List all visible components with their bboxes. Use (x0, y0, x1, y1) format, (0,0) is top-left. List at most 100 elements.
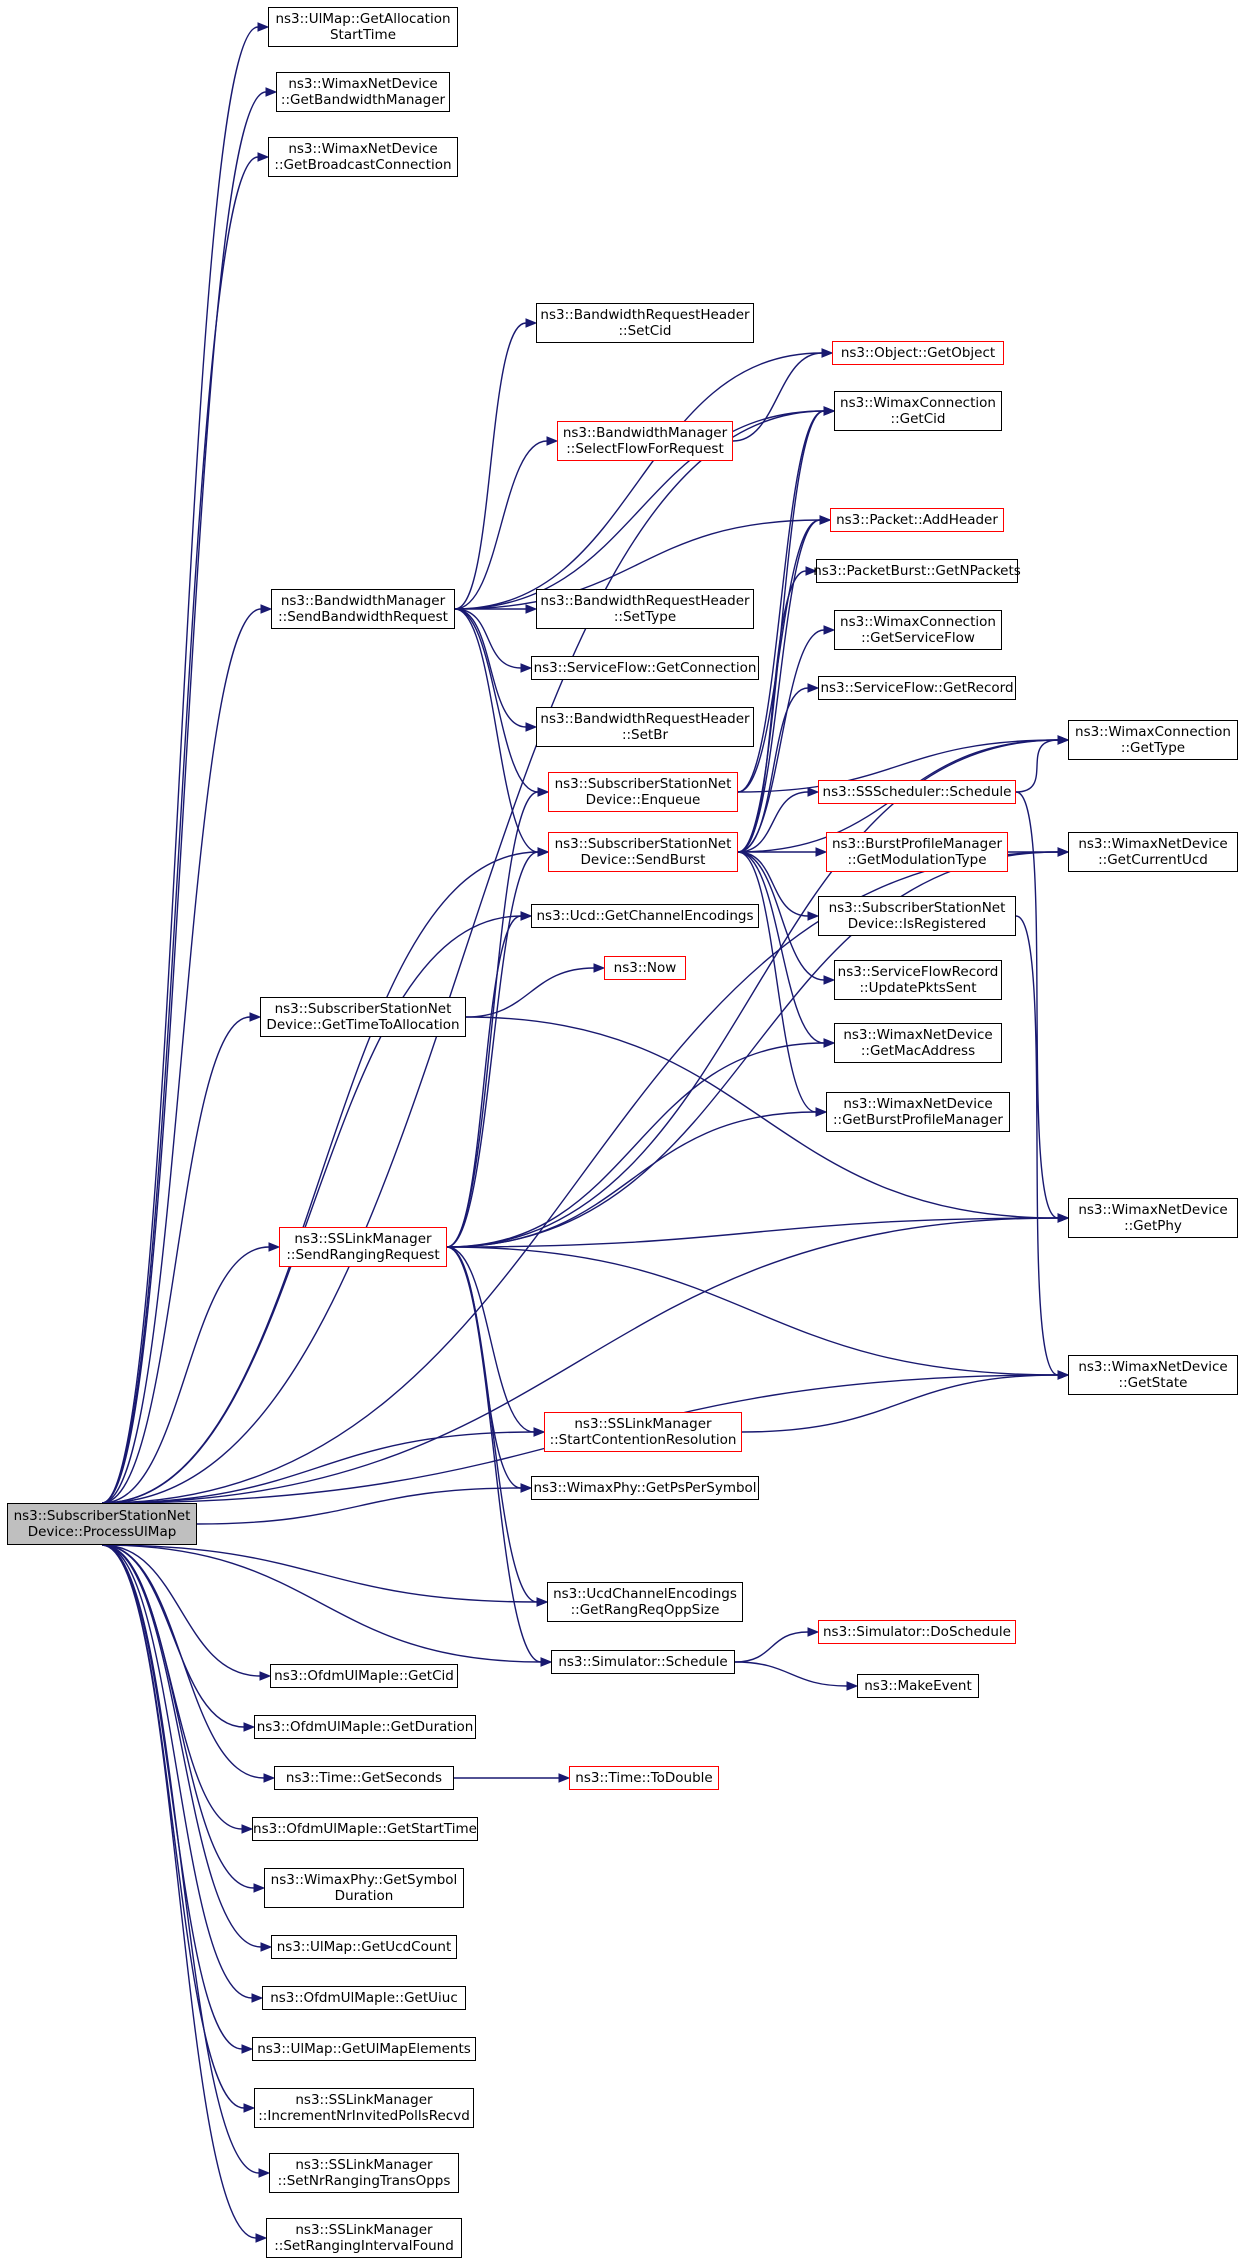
edge-processulmap-to-getucdcount (101, 1544, 262, 1948)
node-ssschedule[interactable]: ns3::SSScheduler::Schedule (818, 780, 1016, 804)
edge-sendbwreq-to-getobject (454, 352, 823, 610)
edge-processulmap-to-sendranging (101, 1246, 270, 1504)
node-getpspersymbol[interactable]: ns3::WimaxPhy::GetPsPerSymbol (531, 1476, 759, 1500)
arrowhead-icon (558, 1773, 571, 1783)
edge-sendbwreq-to-sfgetconn (454, 608, 522, 669)
node-selectflow[interactable]: ns3::BandwidthManager::SelectFlowForRequ… (557, 421, 733, 461)
node-todouble[interactable]: ns3::Time::ToDouble (569, 1766, 719, 1790)
arrowhead-icon (520, 663, 533, 673)
arrowhead-icon (823, 975, 836, 985)
edge-processulmap-to-getallocstart (101, 26, 259, 1504)
edge-gettimetoalloc-to-getphy (465, 1016, 1059, 1219)
node-getbwmanager[interactable]: ns3::WimaxNetDevice::GetBandwidthManager (276, 72, 450, 112)
edge-sendranging-to-connGetType (446, 739, 1059, 1248)
node-setnrranging[interactable]: ns3::SSLinkManager::SetNrRangingTransOpp… (269, 2153, 459, 2193)
arrowhead-icon (823, 625, 836, 635)
edge-sendburst-to-isregistered (737, 851, 809, 917)
node-label-line: ::SelectFlowForRequest (566, 441, 724, 457)
edge-sendranging-to-getburstpm (446, 1111, 817, 1248)
arrowhead-icon (546, 436, 559, 446)
edge-sendranging-to-getchanenc (446, 915, 522, 1248)
edge-sendburst-to-getburstpm (737, 851, 817, 1113)
node-label-line: ns3::SSLinkManager (295, 2157, 433, 2173)
node-connGetCid[interactable]: ns3::WimaxConnection::GetCid (834, 391, 1002, 431)
edge-sendbwreq-to-selectflow (454, 440, 548, 610)
node-bwsettype[interactable]: ns3::BandwidthRequestHeader::SetType (536, 589, 754, 629)
node-getphy[interactable]: ns3::WimaxNetDevice::GetPhy (1068, 1198, 1238, 1238)
node-makeevent[interactable]: ns3::MakeEvent (857, 1674, 979, 1698)
arrowhead-icon (265, 87, 278, 97)
node-label-line: ns3::Simulator::Schedule (558, 1654, 728, 1670)
node-sfgetconn[interactable]: ns3::ServiceFlow::GetConnection (531, 656, 759, 680)
node-iegetcid[interactable]: ns3::OfdmUlMapIe::GetCid (270, 1664, 458, 1688)
node-label-line: ::GetPhy (1124, 1218, 1182, 1234)
node-label-line: ::GetState (1118, 1375, 1188, 1391)
node-label-line: ::SendBandwidthRequest (278, 609, 448, 625)
edge-sendranging-to-simschedule (446, 1246, 542, 1663)
node-sfgetrecord[interactable]: ns3::ServiceFlow::GetRecord (818, 676, 1016, 700)
node-bwsetcid[interactable]: ns3::BandwidthRequestHeader::SetCid (536, 303, 754, 343)
arrowhead-icon (253, 1883, 266, 1893)
node-sendranging[interactable]: ns3::SSLinkManager::SendRangingRequest (279, 1227, 447, 1267)
node-getmodtype[interactable]: ns3::BurstProfileManager::GetModulationT… (826, 832, 1008, 872)
arrowhead-icon (243, 1722, 256, 1732)
node-getrangreq[interactable]: ns3::UcdChannelEncodings::GetRangReqOppS… (547, 1582, 743, 1622)
node-label-line: ns3::ServiceFlowRecord (837, 964, 999, 980)
node-label-line: ns3::WimaxNetDevice (1078, 1202, 1228, 1218)
arrowhead-icon (255, 2233, 268, 2243)
node-label-line: ::UpdatePktsSent (859, 980, 977, 996)
node-label-line: ns3::ServiceFlow::GetConnection (533, 660, 757, 676)
node-getserviceflow[interactable]: ns3::WimaxConnection::GetServiceFlow (834, 610, 1002, 650)
node-doschedule[interactable]: ns3::Simulator::DoSchedule (818, 1620, 1016, 1644)
node-label-line: ns3::WimaxNetDevice (1078, 836, 1228, 852)
node-startcontention[interactable]: ns3::SSLinkManager::StartContentionResol… (544, 1412, 742, 1452)
edge-processulmap-to-connGetCid (101, 410, 825, 1504)
node-incrnr[interactable]: ns3::SSLinkManager::IncrementNrInvitedPo… (254, 2088, 474, 2128)
node-label-line: ::GetBurstProfileManager (832, 1112, 1003, 1128)
node-sendbwreq[interactable]: ns3::BandwidthManager::SendBandwidthRequ… (271, 589, 455, 629)
node-label-line: ns3::WimaxNetDevice (843, 1096, 993, 1112)
arrowhead-icon (593, 963, 606, 973)
node-simschedule[interactable]: ns3::Simulator::Schedule (551, 1650, 735, 1674)
arrowhead-icon (1057, 1370, 1070, 1380)
node-iegetduration[interactable]: ns3::OfdmUlMapIe::GetDuration (254, 1715, 476, 1739)
node-now[interactable]: ns3::Now (604, 956, 686, 980)
node-setranginginterval[interactable]: ns3::SSLinkManager::SetRangingIntervalFo… (266, 2218, 462, 2258)
node-label-line: ns3::BandwidthManager (280, 593, 446, 609)
arrowhead-icon (540, 1657, 553, 1667)
node-getburstpm[interactable]: ns3::WimaxNetDevice::GetBurstProfileMana… (826, 1092, 1010, 1132)
arrowhead-icon (260, 1942, 273, 1952)
edge-processulmap-to-getseconds (101, 1544, 265, 1779)
arrowhead-icon (1057, 735, 1070, 745)
node-label-line: ns3::BandwidthManager (562, 425, 728, 441)
node-connGetType[interactable]: ns3::WimaxConnection::GetType (1068, 720, 1238, 760)
node-getmacaddr[interactable]: ns3::WimaxNetDevice::GetMacAddress (834, 1023, 1002, 1063)
node-getulmapelems[interactable]: ns3::UlMap::GetUlMapElements (252, 2037, 476, 2061)
node-label-line: ns3::SubscriberStationNet (13, 1508, 191, 1524)
node-label-line: ns3::Simulator::DoSchedule (823, 1624, 1011, 1640)
arrowhead-icon (533, 1427, 546, 1437)
node-addheader[interactable]: ns3::Packet::AddHeader (830, 508, 1004, 532)
node-getstate[interactable]: ns3::WimaxNetDevice::GetState (1068, 1355, 1238, 1395)
node-label-line: ns3::SSLinkManager (574, 1416, 712, 1432)
node-iegetstart[interactable]: ns3::OfdmUlMapIe::GetStartTime (252, 1817, 478, 1841)
node-getucdcount[interactable]: ns3::UlMap::GetUcdCount (271, 1935, 457, 1959)
node-label-line: ::StartContentionResolution (549, 1432, 737, 1448)
node-getnpackets[interactable]: ns3::PacketBurst::GetNPackets (813, 559, 1021, 583)
node-getobject[interactable]: ns3::Object::GetObject (832, 341, 1004, 365)
node-bwsetbr[interactable]: ns3::BandwidthRequestHeader::SetBr (536, 707, 754, 747)
node-getcurrentucd[interactable]: ns3::WimaxNetDevice::GetCurrentUcd (1068, 832, 1238, 872)
edge-sendbwreq-to-connGetCid (454, 410, 825, 610)
node-updatepkts[interactable]: ns3::ServiceFlowRecord::UpdatePktsSent (834, 960, 1002, 1000)
edge-processulmap-to-sendbwreq (101, 608, 262, 1504)
node-iegetuiuc[interactable]: ns3::OfdmUlMapIe::GetUiuc (262, 1986, 466, 2010)
node-getseconds[interactable]: ns3::Time::GetSeconds (274, 1766, 454, 1790)
node-getchanenc[interactable]: ns3::Ucd::GetChannelEncodings (531, 904, 759, 928)
node-getbcastconn[interactable]: ns3::WimaxNetDevice::GetBroadcastConnect… (268, 137, 458, 177)
